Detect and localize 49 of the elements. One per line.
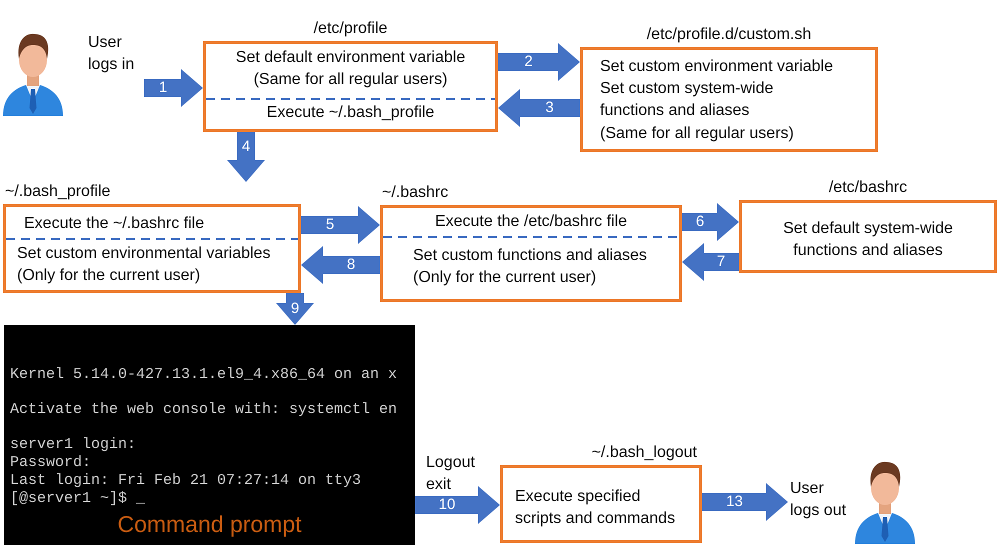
terminal-window [4, 325, 415, 545]
block-arrow [301, 206, 380, 244]
block-arrow [276, 293, 314, 325]
file-path-heading: /etc/profile [314, 19, 388, 39]
block-arrow [498, 43, 580, 81]
file-path-heading: ~/.bashrc [382, 183, 448, 203]
edge-label: 2 [524, 54, 533, 70]
block-arrow [702, 483, 788, 521]
box-text: Set default system-wide functions and aliases [782, 219, 954, 261]
terminal-text: server1 login: [10, 436, 136, 454]
file-path-heading: ~/.bash_profile [5, 182, 110, 202]
block-arrow [415, 486, 500, 524]
edge-label: 13 [726, 494, 743, 510]
box-text: Execute the ~/.bashrc file [24, 214, 206, 234]
terminal-text: Activate the web console with: systemctl en [10, 401, 398, 419]
box-text: Set custom environmental variables (Only for the current user) [17, 244, 272, 286]
terminal-text: Password: [10, 454, 92, 472]
terminal-text: Kernel 5.14.0-427.13.1.el9_4.x86_64 on an x [10, 366, 398, 384]
block-arrow [144, 69, 203, 107]
box-text: Set default environment variable (Same for all regular users) [234, 48, 466, 90]
block-arrow [682, 243, 739, 281]
edge-label: 5 [326, 217, 334, 233]
edge-label: 7 [716, 254, 726, 270]
block-arrow [227, 132, 265, 182]
box-text: Execute the /etc/bashrc file [434, 212, 628, 232]
actor-label: User logs in [88, 33, 136, 75]
edge-label: 10 [438, 497, 456, 513]
screen-caption: Command prompt [117, 511, 302, 537]
edge-label: 9 [290, 301, 300, 317]
edge-label: 3 [545, 100, 554, 116]
edge-label: 8 [346, 257, 356, 273]
file-path-heading: ~/.bash_logout [592, 443, 697, 463]
box-text: Execute ~/.bash_profile [266, 103, 436, 123]
file-path-heading: /etc/bashrc [828, 178, 908, 198]
block-arrow [498, 89, 580, 127]
terminal-text: Last login: Fri Feb 21 07:27:14 on tty3 [10, 472, 362, 490]
edge-label: 4 [242, 138, 250, 154]
box-text: Set custom system-wide functions and aliases [600, 79, 774, 121]
edge-label: 6 [696, 214, 704, 230]
box-text: Set custom environment variable [600, 57, 834, 77]
terminal-text: [@server1 ~]$ _ [10, 490, 146, 508]
box-text: Execute specified scripts and commands [515, 487, 676, 529]
box-text: (Same for all regular users) [600, 124, 795, 144]
edge-label: 1 [158, 80, 168, 96]
file-path-heading: /etc/profile.d/custom.sh [646, 25, 812, 45]
block-arrow [682, 203, 739, 241]
actor-label: User logs out [790, 479, 848, 521]
annotation-text: Logout exit [426, 453, 476, 495]
box-text: Set custom functions and aliases (Only for the current user) [413, 246, 648, 288]
